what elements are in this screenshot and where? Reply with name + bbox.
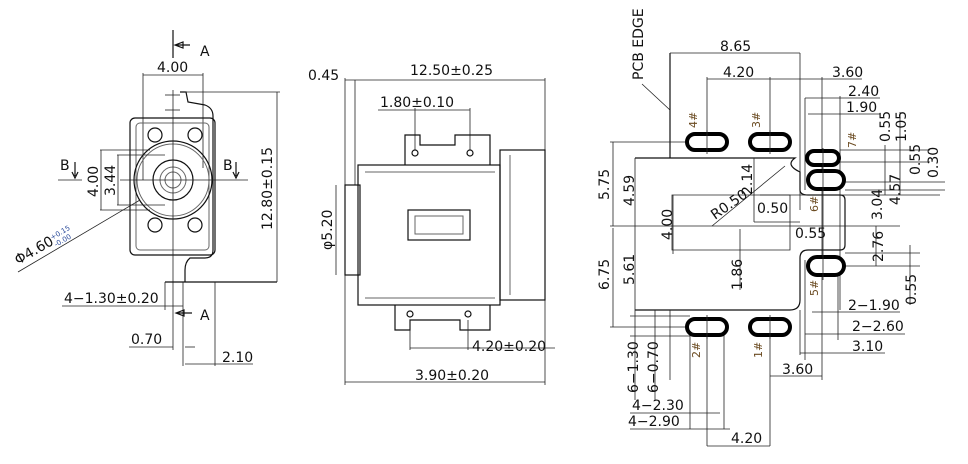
dim-4-57: 4.57 <box>888 174 904 205</box>
dim-1-86: 1.86 <box>730 259 746 290</box>
pin-label-6: 6# <box>808 196 821 212</box>
dim-2-14: 2.14 <box>740 164 756 195</box>
dim-3-04: 3.04 <box>870 189 886 220</box>
dim-0-30: 0.30 <box>926 147 942 178</box>
dim-8-65: 8.65 <box>720 39 751 55</box>
dim-top-pin-pitch: 1.80±0.10 <box>380 95 454 111</box>
dim-4-2-30: 4−2.30 <box>632 398 684 414</box>
pin-label-5: 5# <box>808 280 821 296</box>
section-a-label-bottom: A <box>200 308 210 324</box>
dim-width-top: 4.00 <box>157 60 188 76</box>
dim-0-55-c: 0.55 <box>795 226 826 242</box>
dim-1-05: 1.05 <box>894 111 910 142</box>
section-b-label-right: B <box>223 158 233 174</box>
dim-5-61: 5.61 <box>622 254 638 285</box>
dim-pin-thickness: 0.70 <box>131 332 162 348</box>
dim-2-76: 2.76 <box>871 231 887 262</box>
dim-6-1-30: 6−1.30 <box>626 341 642 393</box>
dim-4-2-90: 4−2.90 <box>628 414 680 430</box>
pcb-edge-label: PCB EDGE <box>631 8 647 80</box>
dim-6-75: 6.75 <box>597 259 613 290</box>
dim-0-55-b: 0.55 <box>908 144 924 175</box>
pin-label-1: 1# <box>752 342 765 358</box>
dim-6-0-70: 6−0.70 <box>646 341 662 393</box>
dim-2-2-60: 2−2.60 <box>852 319 904 335</box>
dim-4-00: 4.00 <box>660 209 676 240</box>
section-a-label-top: A <box>200 44 210 60</box>
dim-height-total: 12.80±0.15 <box>260 147 276 230</box>
pin-label-2: 2# <box>690 342 703 358</box>
dim-bottom-pin-span: 3.90±0.20 <box>415 368 489 384</box>
side-window <box>407 209 471 241</box>
dim-0-55-d: 0.55 <box>904 274 920 305</box>
dim-diameter: Φ4.60 <box>12 234 57 269</box>
dim-pin-offset: 2.10 <box>222 350 253 366</box>
dim-3-10: 3.10 <box>852 339 883 355</box>
pin-label-3: 3# <box>750 112 763 128</box>
dim-inner-height-2: 3.44 <box>103 165 119 196</box>
section-b-label-left: B <box>60 158 70 174</box>
pin-label-4: 4# <box>687 112 700 128</box>
side-view <box>335 78 555 385</box>
dim-inner-height: 4.00 <box>86 166 102 197</box>
slot-6 <box>806 169 846 191</box>
dim-pin-width: 4−1.30±0.20 <box>64 291 159 307</box>
slot-5 <box>806 255 846 277</box>
section-arrow-top <box>173 41 190 49</box>
front-view <box>17 30 280 366</box>
pcb-layout <box>610 52 945 447</box>
dim-5-75: 5.75 <box>597 169 613 200</box>
dim-2-40: 2.40 <box>848 84 879 100</box>
dim-length: 12.50±0.25 <box>410 63 493 79</box>
dim-3-60-bottom: 3.60 <box>782 362 813 378</box>
dim-2-1-90: 2−1.90 <box>848 298 900 314</box>
dim-3-60-top: 3.60 <box>832 65 863 81</box>
dim-4-20-bottom: 4.20 <box>731 431 762 447</box>
dim-0-50: 0.50 <box>757 201 788 217</box>
dim-4-59: 4.59 <box>622 175 638 206</box>
dim-flange: 0.45 <box>308 68 339 84</box>
dim-1-90: 1.90 <box>846 100 877 116</box>
pin-label-7: 7# <box>846 132 859 148</box>
dim-bottom-pin-pitch: 4.20±0.20 <box>472 339 546 355</box>
dim-side-diameter: φ5.20 <box>320 210 336 250</box>
dim-0-55-a: 0.55 <box>878 111 894 142</box>
dim-4-20-top: 4.20 <box>723 65 754 81</box>
